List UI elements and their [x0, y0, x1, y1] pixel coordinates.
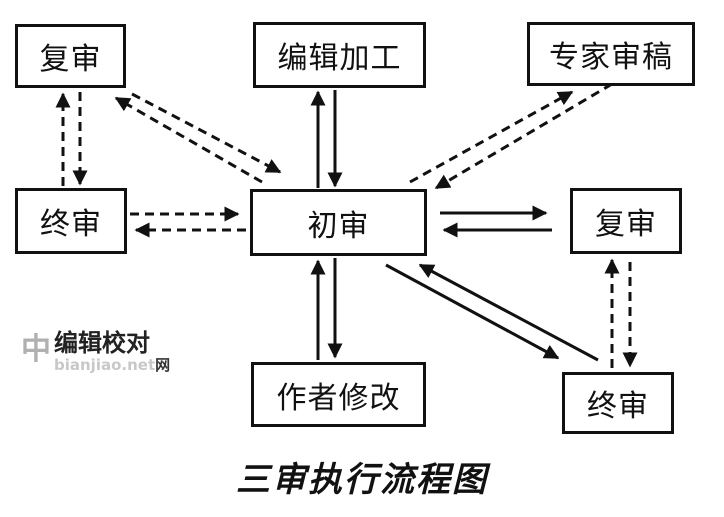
arrow-chu-to-zhuanjia — [409, 90, 574, 184]
arrow-zhongshen-right-to-chu — [418, 263, 599, 362]
arrow-zhuanjia-to-chu — [434, 82, 613, 190]
watermark-suffix: 网 — [155, 356, 171, 374]
watermark-name: 编辑校对 — [54, 329, 150, 357]
diagram-caption: 三审执行流程图 — [236, 460, 488, 500]
node-zhuanjia-shengao: 专家审稿 — [527, 22, 695, 86]
node-zhongshen-left: 终审 — [15, 188, 127, 254]
arrow-chu-to-zhongshen-right — [385, 263, 560, 360]
node-zhongshen-right: 终审 — [562, 372, 674, 434]
node-fushen-left: 复审 — [15, 24, 126, 88]
node-chushen: 初审 — [250, 189, 427, 256]
watermark-url: bianjiao.net — [54, 356, 156, 374]
node-zuozhe-xiugai: 作者修改 — [251, 362, 426, 427]
arrow-chu-to-fushen-left — [114, 96, 263, 184]
node-bianji-jiagong: 编辑加工 — [253, 22, 426, 88]
watermark-logo-icon: 中 — [21, 332, 51, 367]
node-fushen-right: 复审 — [570, 188, 682, 254]
watermark-url-line: bianjiao.net网 — [54, 354, 170, 375]
watermark: 中 编辑校对 bianjiao.net网 — [20, 323, 200, 383]
arrow-fushen-left-to-chu — [131, 92, 282, 174]
